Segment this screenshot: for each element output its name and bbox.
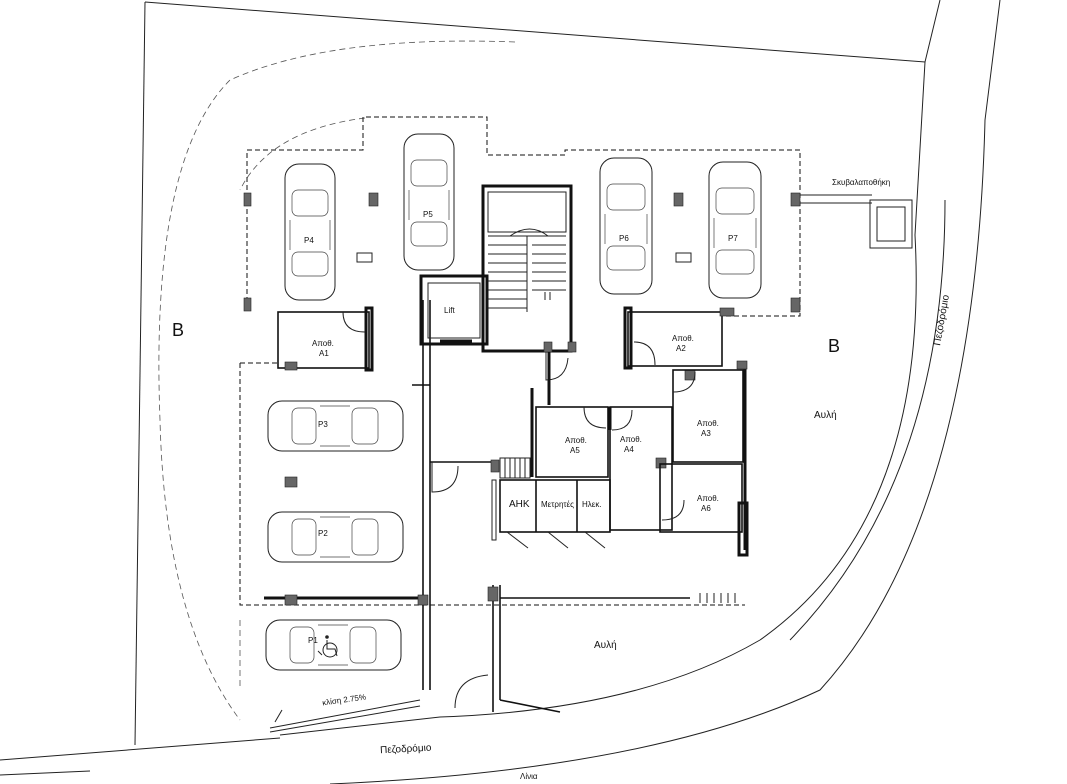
storage-a1-line1: Αποθ. xyxy=(312,339,334,348)
storage-a4: Αποθ. A4 xyxy=(608,406,673,531)
slope-label: κλίση 2.75% xyxy=(322,692,367,707)
lift-label: Lift xyxy=(444,306,455,315)
core-entry-door xyxy=(545,352,569,381)
street-label: Λίνια xyxy=(520,772,538,781)
sidewalk-right-label: Πεζοδρόμιο xyxy=(931,293,952,346)
car-p7: P7 xyxy=(708,161,762,299)
window-ticks xyxy=(699,593,736,603)
stair-core xyxy=(481,184,573,353)
yard-lower-label: Αυλή xyxy=(594,639,617,651)
zone-left-label: B xyxy=(172,320,184,340)
service-rooms: ΑΗΚ Μετρητές Ηλεκ. xyxy=(491,479,611,549)
sidewalk-bottom-label: Πεζοδρόμιο xyxy=(380,742,432,757)
parking-p1-label: P1 xyxy=(308,636,318,645)
street-door xyxy=(454,674,489,709)
car-p4: P4 xyxy=(284,163,336,301)
car-p6: P6 xyxy=(599,157,653,295)
car-p2: P2 xyxy=(267,511,404,563)
storage-a3-line1: Αποθ. xyxy=(697,419,719,428)
electrical-label: Ηλεκ. xyxy=(582,500,602,509)
ahk-label: ΑΗΚ xyxy=(509,499,530,510)
car-p5: P5 xyxy=(403,133,455,271)
storage-a2: Αποθ. A2 xyxy=(623,306,748,370)
car-p3: P3 xyxy=(267,400,404,452)
building-walls xyxy=(264,300,747,713)
storage-a4-line1: Αποθ. xyxy=(620,435,642,444)
parking-p4-label: P4 xyxy=(304,236,314,245)
storage-a5-line2: A5 xyxy=(570,446,580,455)
lift-shaft: Lift xyxy=(419,274,489,346)
parking-p7-label: P7 xyxy=(728,234,738,243)
zone-right-label: B xyxy=(828,336,840,356)
plot-boundary xyxy=(0,0,1001,784)
meters-label: Μετρητές xyxy=(541,500,574,509)
storage-a5: Αποθ. A5 xyxy=(530,388,609,478)
storage-a1: Αποθ. A1 xyxy=(277,306,374,372)
storage-a6-line1: Αποθ. xyxy=(697,494,719,503)
storage-a1-line2: A1 xyxy=(319,349,329,358)
storage-a5-line1: Αποθ. xyxy=(565,436,587,445)
refuse-store: Σκυβαλαποθήκη xyxy=(800,178,913,249)
storage-a3-line2: A3 xyxy=(701,429,711,438)
wheelchair-icon xyxy=(317,635,338,658)
parking-p6-label: P6 xyxy=(619,234,629,243)
storage-a2-line2: A2 xyxy=(676,344,686,353)
refuse-label: Σκυβαλαποθήκη xyxy=(832,178,890,187)
storage-a3: Αποθ. A3 xyxy=(672,369,744,463)
parking-p5-label: P5 xyxy=(423,210,433,219)
parking-p3-label: P3 xyxy=(318,420,328,429)
driveway-arc-outer xyxy=(158,40,516,721)
storage-a6: Αποθ. A6 xyxy=(659,463,749,557)
columns xyxy=(243,192,801,488)
driveway-arc-inner xyxy=(239,117,366,191)
storage-a2-line1: Αποθ. xyxy=(672,334,694,343)
storage-a6-line2: A6 xyxy=(701,504,711,513)
parking-p2-label: P2 xyxy=(318,529,328,538)
car-p1: P1 xyxy=(265,619,402,671)
service-steps xyxy=(499,457,531,479)
storage-a4-line2: A4 xyxy=(624,445,634,454)
yard-upper-label: Αυλή xyxy=(814,409,837,421)
corridor-door xyxy=(431,462,459,493)
